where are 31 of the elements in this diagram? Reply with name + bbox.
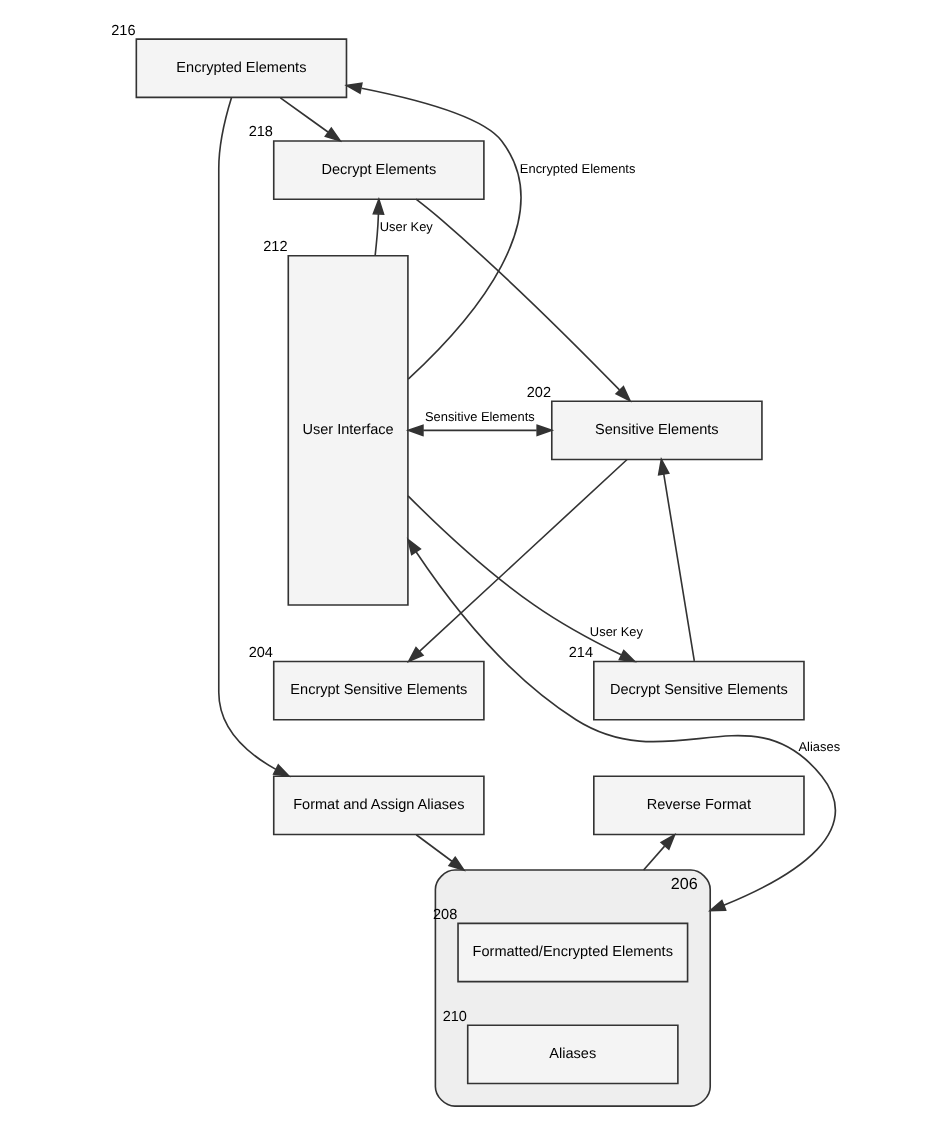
node-box: Decrypt Elements [271,140,484,200]
node-label: 218 [247,122,272,141]
node-box: Format and Assign Aliases [271,775,484,836]
node-label: 204 [247,643,272,661]
arrow [406,495,636,663]
node-label: 206 [669,875,697,894]
arrow [405,458,627,663]
arrow [414,833,465,872]
arrow [404,424,554,437]
arrow [414,198,631,403]
node-label: 212 [262,237,287,256]
arrow [371,196,384,257]
node-box: Encrypted Elements [134,38,347,99]
cluster [433,869,710,1107]
arrow [656,457,695,662]
node-label: 214 [567,643,593,661]
node-box: Decrypt Sensitive Elements [592,660,804,721]
node-label: 216 [110,20,135,39]
node-box: Formatted/Encrypted Elements [456,922,688,983]
arrow [278,97,342,143]
node-label: 210 [441,1006,466,1025]
arrow [343,82,521,380]
arrow [216,96,291,778]
node-box: User Interface [286,254,408,606]
node-box: Reverse Format [592,775,804,836]
node-box: Aliases [465,1024,678,1085]
node-label: 202 [525,382,550,401]
node-box: Encrypt Sensitive Elements [271,660,484,721]
arrow [405,537,835,912]
node-box: Sensitive Elements [550,400,762,461]
arrow [641,832,676,871]
